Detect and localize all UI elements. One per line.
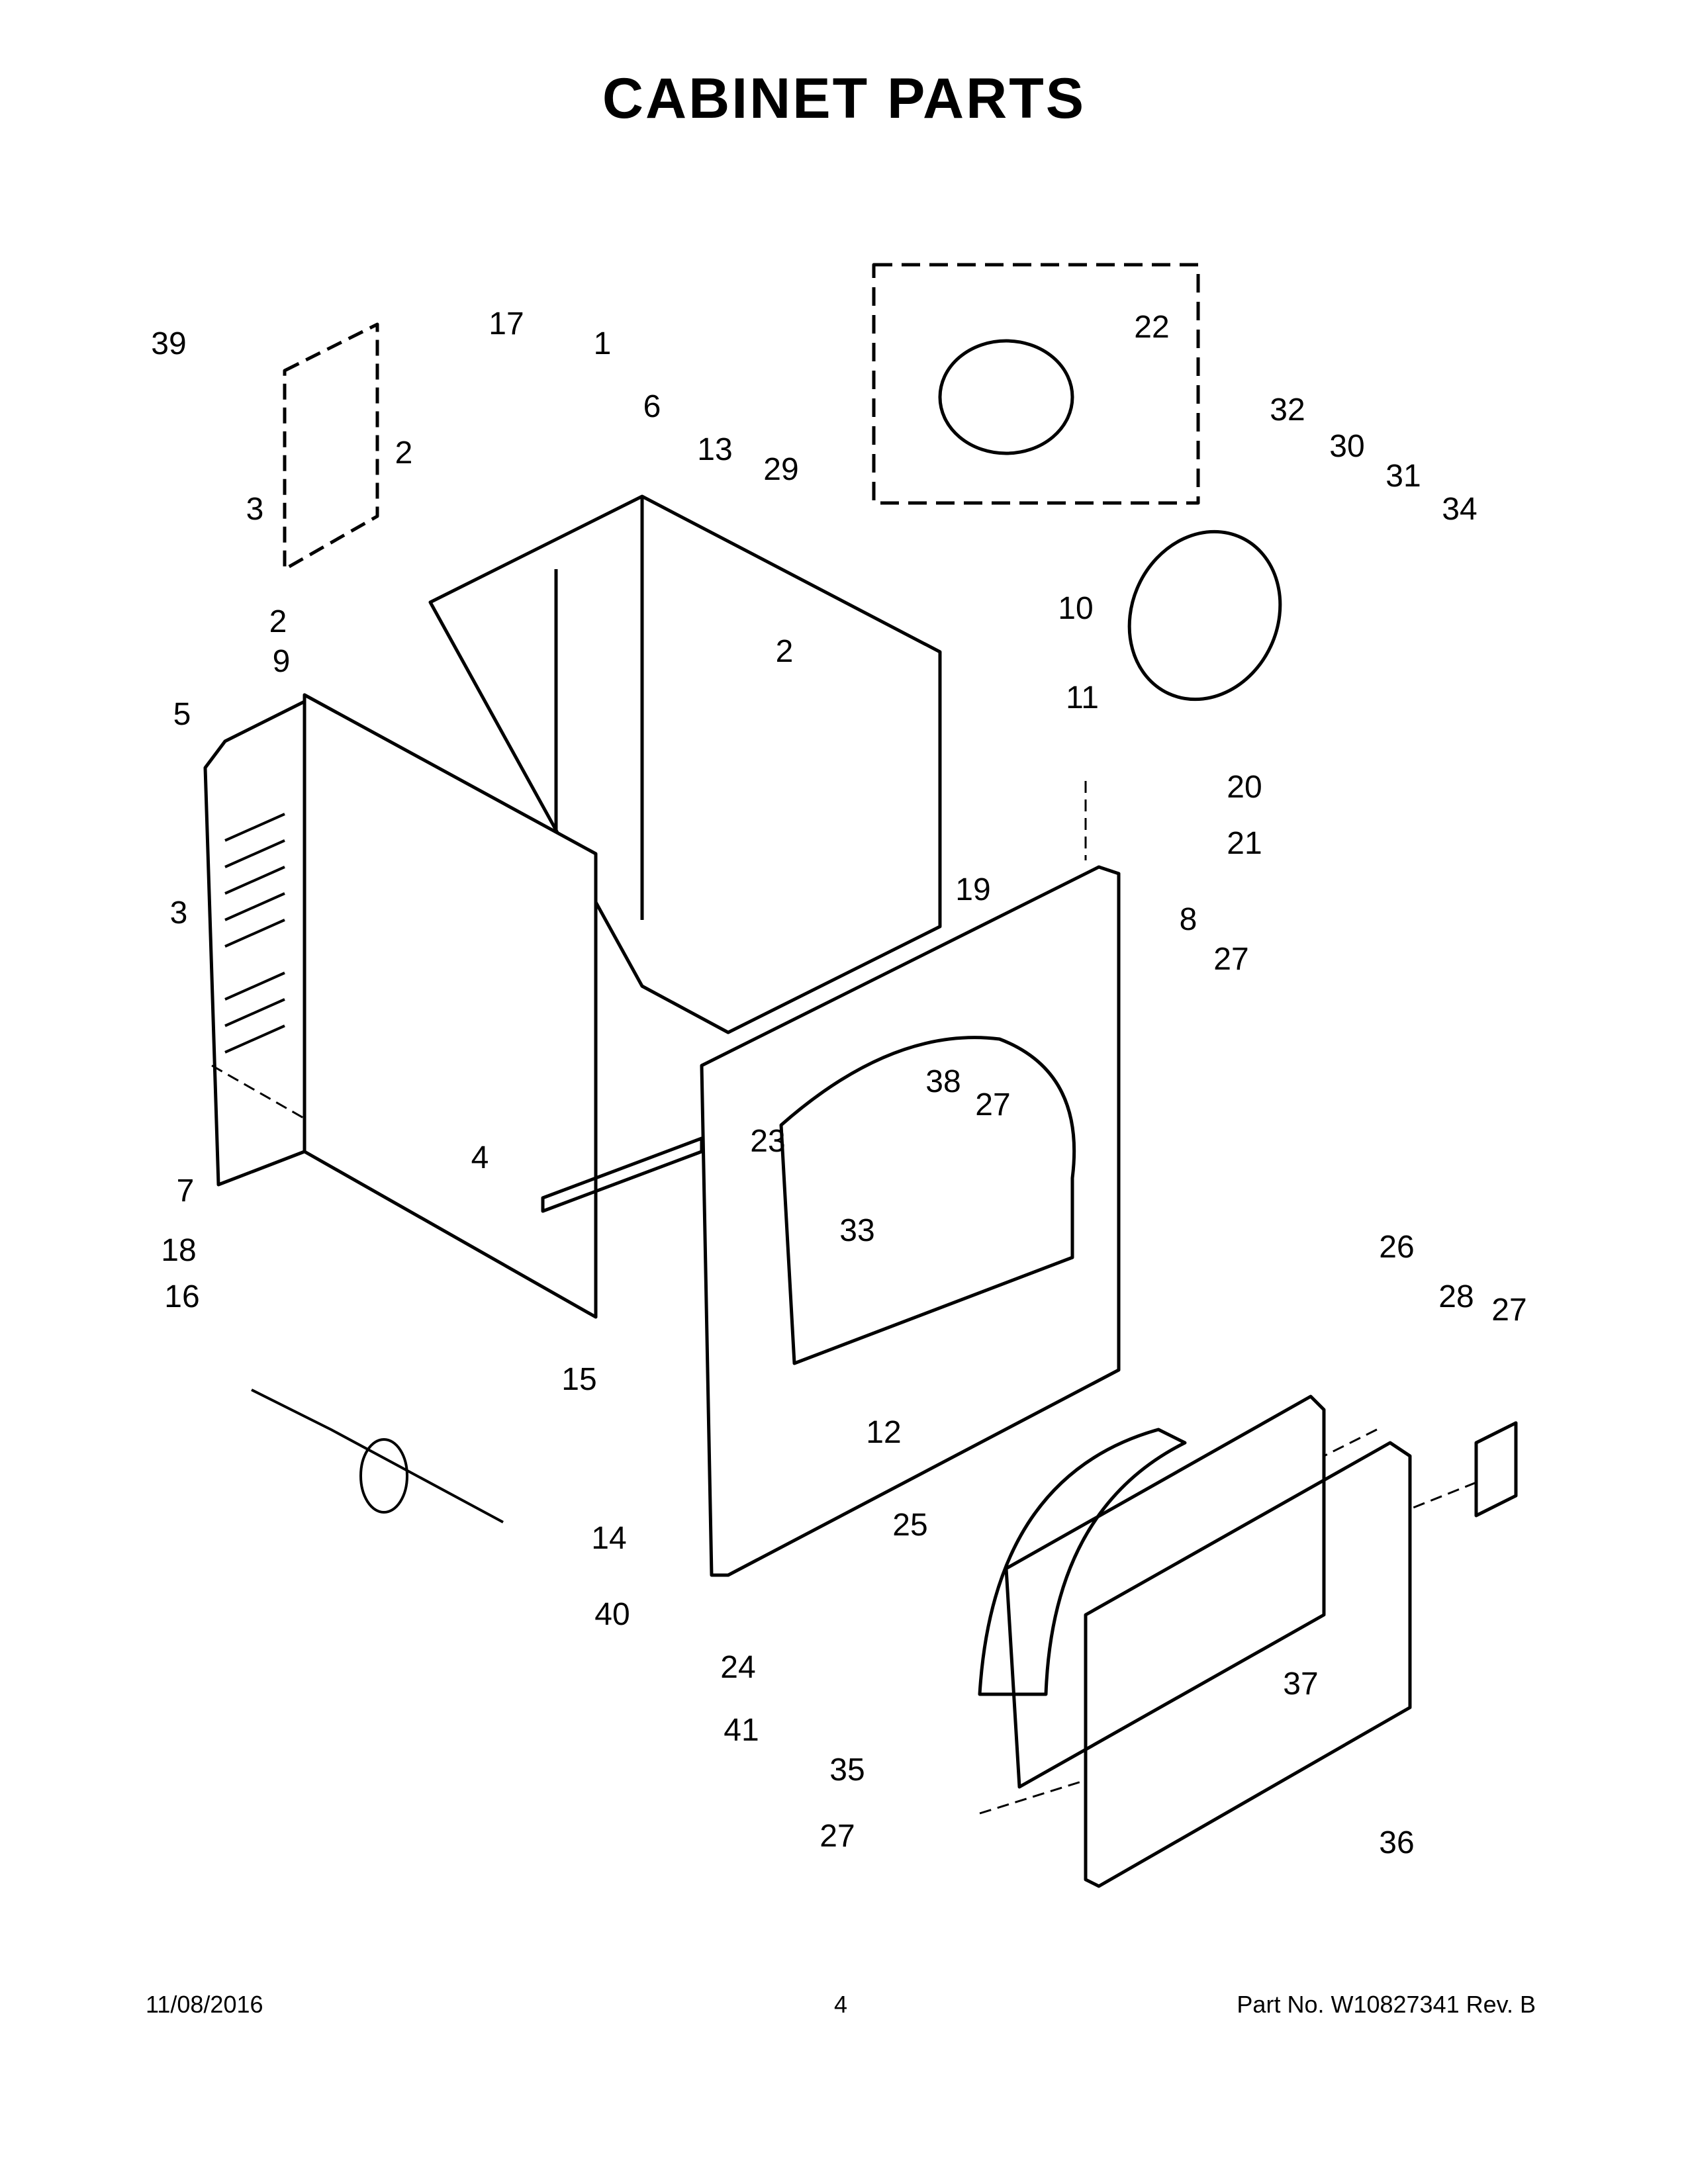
callout-label: 34 (1442, 492, 1477, 527)
callout-label: 11 (1066, 680, 1099, 715)
front-panel (700, 865, 1121, 1577)
callout-label: 22 (1134, 310, 1169, 345)
callout-label: 7 (177, 1173, 195, 1208)
callout-label: 10 (1058, 591, 1093, 626)
callout-label: 28 (1438, 1279, 1474, 1314)
callout-label: 14 (591, 1521, 626, 1556)
callout-label: 32 (1270, 392, 1305, 428)
callout-label: 35 (829, 1752, 865, 1788)
callout-label: 2 (776, 634, 794, 669)
motor-kit-box (872, 263, 1200, 505)
callout-label: 33 (839, 1213, 874, 1248)
side-panel (303, 693, 598, 1319)
callout-label: 27 (820, 1819, 855, 1854)
callout-label: 16 (164, 1279, 199, 1314)
callout-label: 5 (173, 697, 191, 732)
callout-label: 12 (866, 1415, 901, 1450)
callout-label: 2 (269, 604, 287, 639)
terminal-block-box (283, 322, 379, 571)
callout-label: 2 (395, 435, 413, 471)
callout-label: 23 (750, 1124, 785, 1159)
callout-label: 40 (594, 1597, 630, 1632)
leader-lines (211, 781, 1477, 1815)
callout-label: 6 (643, 389, 661, 424)
door-outer-panel (1084, 1441, 1412, 1888)
drum-opening (779, 1036, 1076, 1365)
diagram-line-art (203, 263, 1518, 1888)
callout-label: 27 (975, 1087, 1010, 1122)
callout-label: 24 (720, 1650, 755, 1685)
callout-label: 27 (1213, 942, 1248, 977)
callout-label: 38 (925, 1064, 961, 1099)
callout-label: 17 (489, 306, 524, 341)
callout-label: 19 (955, 872, 990, 907)
callout-label: 29 (763, 452, 798, 487)
power-cord (251, 1388, 504, 1524)
callout-label: 41 (724, 1713, 759, 1748)
callout-label: 31 (1385, 459, 1421, 494)
callout-labels: 1 2 2 2 3 3 4 5 6 7 8 9 10 11 12 13 14 1… (151, 306, 1526, 1860)
callout-label: 26 (1379, 1230, 1414, 1265)
callout-label: 8 (1180, 902, 1197, 937)
drive-belt (1127, 529, 1282, 702)
callout-label: 18 (161, 1233, 196, 1268)
page-title: CABINET PARTS (602, 67, 1086, 130)
callout-label: 3 (170, 895, 188, 931)
door-inner-panel (1004, 1394, 1326, 1789)
callout-label: 15 (561, 1362, 596, 1397)
motor (938, 339, 1074, 455)
callout-label: 3 (246, 492, 264, 527)
callout-label: 20 (1227, 770, 1262, 805)
footer-page-number: 4 (834, 1991, 848, 2018)
footer-date: 11/08/2016 (146, 1991, 263, 2018)
callout-label: 37 (1283, 1666, 1318, 1702)
callout-label: 1 (594, 326, 612, 361)
door-hinge (1474, 1421, 1518, 1518)
callout-label: 21 (1227, 826, 1262, 861)
callout-label: 25 (892, 1508, 927, 1543)
footer-part-number: Part No. W10827341 Rev. B (1237, 1991, 1536, 2018)
callout-label: 27 (1491, 1293, 1526, 1328)
callout-label: 39 (151, 326, 186, 361)
door-liner (978, 1428, 1187, 1696)
callout-label: 30 (1329, 429, 1364, 464)
callout-label: 36 (1379, 1825, 1414, 1860)
callout-label: 9 (273, 644, 291, 679)
callout-label: 4 (471, 1140, 489, 1175)
callout-label: 13 (697, 432, 732, 467)
